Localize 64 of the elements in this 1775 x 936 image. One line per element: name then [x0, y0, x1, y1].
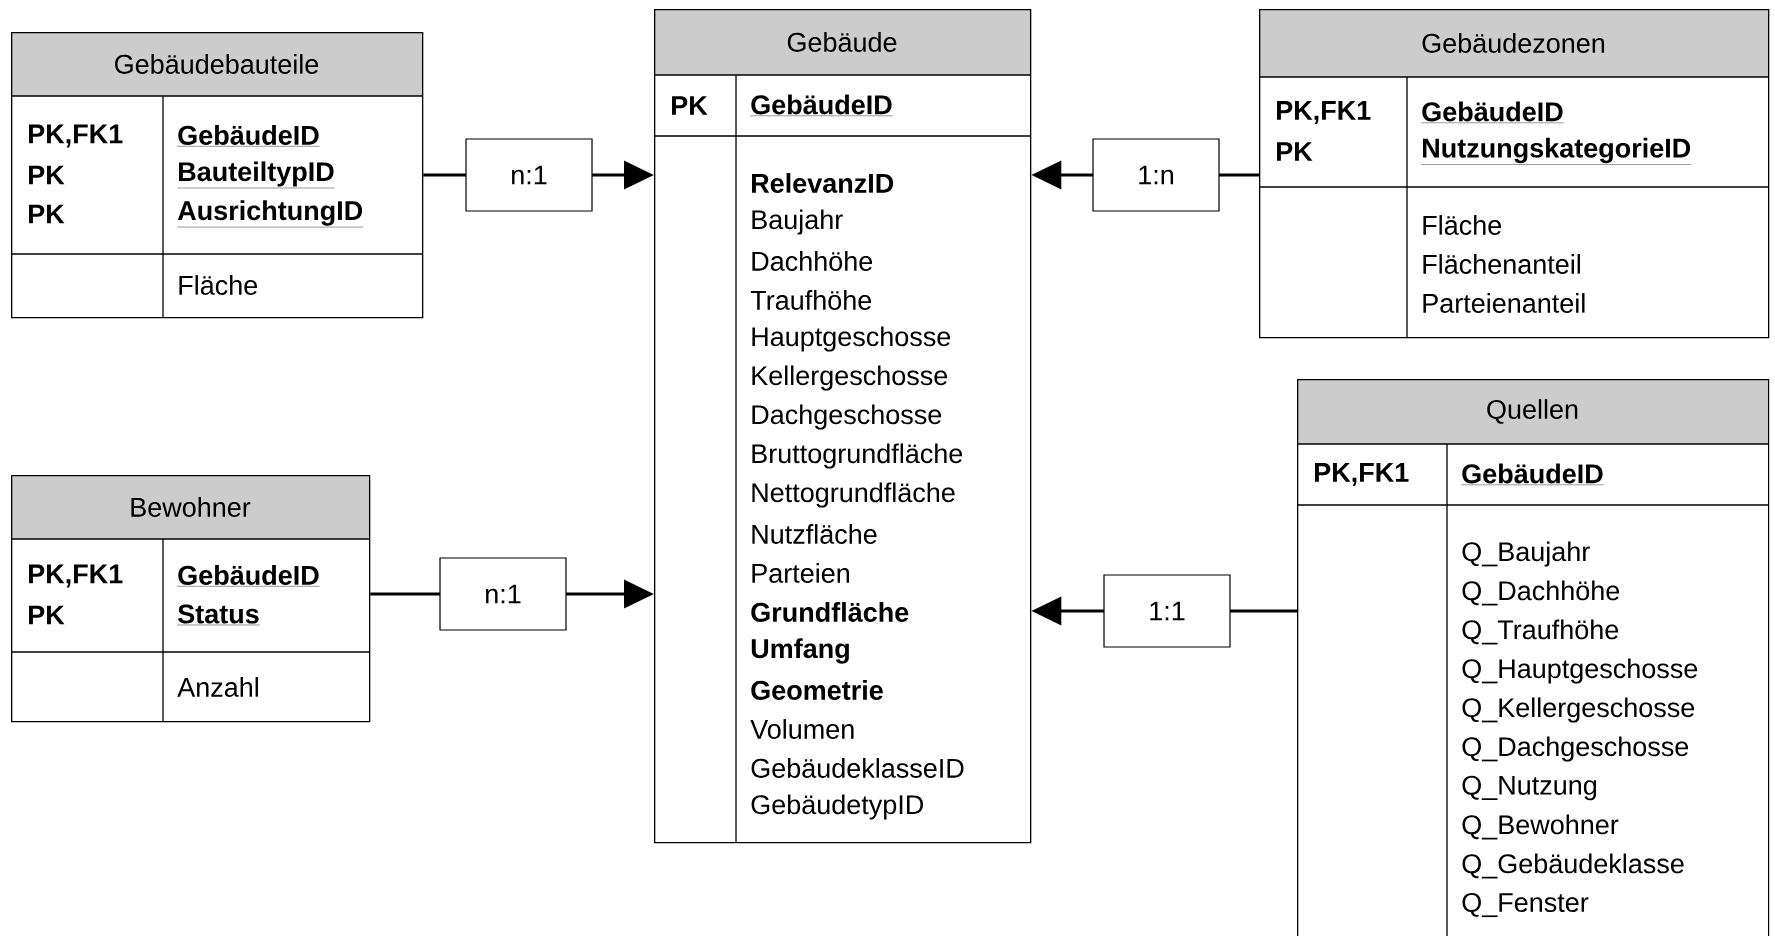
- table-title: Gebäudebauteile: [115, 54, 319, 74]
- attribute-name: Dachgeschosse: [752, 404, 942, 430]
- key-attribute: Status: [177, 604, 260, 626]
- table-title: Gebäudezonen: [1422, 33, 1605, 53]
- attribute-name: Hauptgeschosse: [752, 326, 951, 352]
- attribute-name: Parteienanteil: [1423, 293, 1585, 313]
- key-attribute: GebäudeID: [1421, 101, 1564, 123]
- key-attribute: AusrichtungID: [177, 200, 364, 228]
- key-attribute: GebäudeID: [177, 565, 320, 587]
- edge-label: 1:n: [1092, 138, 1220, 212]
- attribute-name: GebäudeklasseID: [751, 758, 964, 778]
- attribute-name: Kellergeschosse: [752, 365, 948, 391]
- attribute-name: Q_Baujahr: [1462, 541, 1590, 567]
- entity-table: [10, 475, 371, 723]
- attribute-name: Q_Nutzung: [1462, 775, 1597, 801]
- key-label: PK: [1277, 142, 1313, 161]
- attribute-name: GebäudetypID: [751, 794, 923, 820]
- key-attribute: BauteiltypID: [177, 161, 335, 189]
- key-label: PK: [29, 165, 65, 185]
- attribute-name: RelevanzID: [752, 173, 894, 193]
- key-label: PK: [29, 605, 65, 625]
- entity-table: [10, 32, 424, 319]
- key-label: PK,FK1: [1277, 101, 1371, 124]
- attribute-name: Nutzfläche: [752, 524, 877, 544]
- attribute-name: Fläche: [179, 275, 258, 295]
- key-attribute: GebäudeID: [177, 125, 320, 147]
- attribute-name: Baujahr: [752, 209, 843, 235]
- attribute-name: Anzahl: [177, 677, 258, 697]
- attribute-name: Flächenanteil: [1423, 254, 1580, 274]
- attribute-name: Nettogrundfläche: [752, 482, 955, 508]
- attribute-name: Q_Bewohner: [1462, 814, 1619, 840]
- edge-label: n:1: [465, 138, 593, 212]
- key-attribute: GebäudeID: [750, 94, 893, 116]
- attribute-name: Q_Dachgeschosse: [1462, 736, 1689, 762]
- attribute-name: Q_Kellergeschosse: [1462, 697, 1695, 723]
- attribute-name: Grundfläche: [751, 602, 909, 622]
- edge-label: n:1: [439, 557, 567, 631]
- attribute-name: Volumen: [750, 719, 854, 739]
- entity-table: [1296, 379, 1770, 936]
- table-title: Gebäude: [787, 32, 897, 52]
- attribute-name: Umfang: [751, 638, 849, 664]
- table-title: Bewohner: [131, 497, 251, 517]
- attribute-name: Q_Fenster: [1462, 892, 1589, 918]
- entity-table: [653, 9, 1032, 844]
- key-label: PK: [672, 96, 708, 115]
- attribute-name: Parteien: [752, 563, 849, 583]
- attribute-name: Q_Dachhöhe: [1462, 580, 1620, 606]
- key-label: PK,FK1: [1315, 463, 1409, 486]
- key-attribute: GebäudeID: [1461, 463, 1604, 485]
- entity-table: [1258, 9, 1770, 339]
- table-title: Quellen: [1487, 399, 1578, 424]
- attribute-name: Bruttogrundfläche: [752, 443, 963, 469]
- attribute-name: Q_Hauptgeschosse: [1462, 658, 1698, 684]
- key-label: PK,FK1: [29, 124, 123, 148]
- attribute-name: Traufhöhe: [750, 290, 872, 310]
- attribute-name: Fläche: [1423, 215, 1502, 235]
- attribute-name: Dachhöhe: [752, 251, 873, 271]
- key-attribute: NutzungskategorieID: [1421, 137, 1692, 165]
- key-label: PK: [29, 204, 65, 224]
- key-label: PK,FK1: [29, 564, 123, 588]
- edge-label: 1:1: [1103, 574, 1231, 648]
- attribute-name: Geometrie: [751, 680, 883, 700]
- attribute-name: Q_Traufhöhe: [1462, 619, 1619, 645]
- attribute-name: Q_Gebäudeklasse: [1462, 853, 1684, 879]
